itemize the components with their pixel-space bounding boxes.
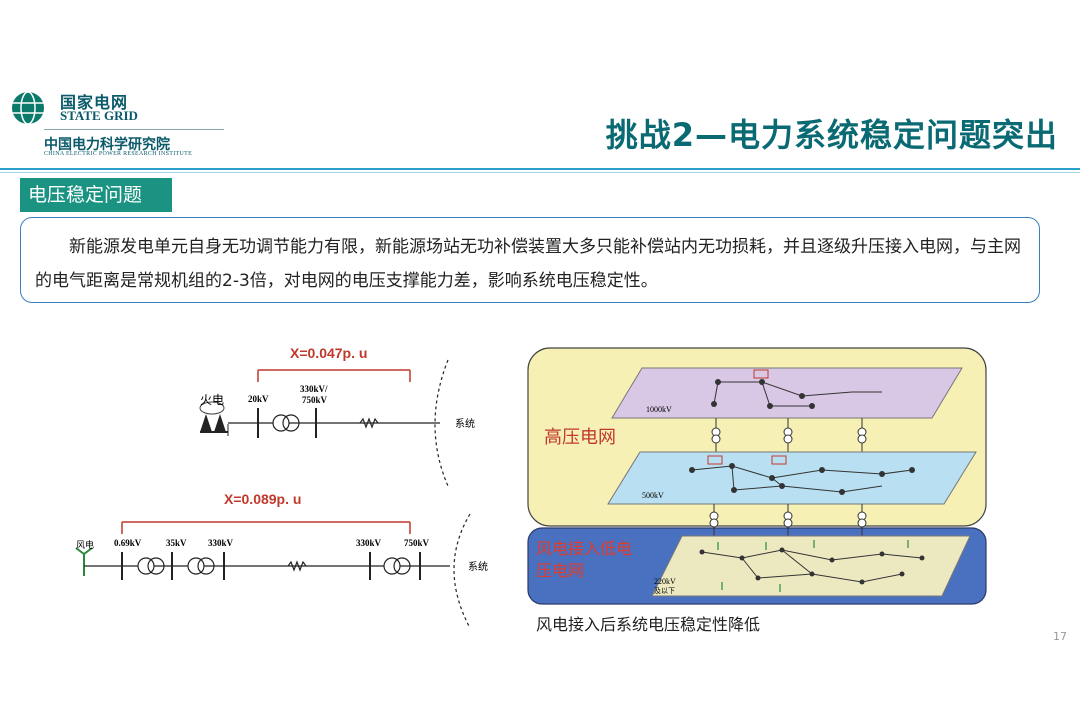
slide-title: 挑战2—电力系统稳定问题突出 [605,116,1058,154]
org-name-cn: 国家电网 [60,93,129,112]
thermal-voltage-330kv: 330kV/ [300,384,328,394]
lv-grid-label-line2: 压电网 [536,562,584,580]
state-grid-logo: 国家电网 STATE GRID 中国电力科学研究院 CHINA ELECTRIC… [10,88,225,160]
thermal-source-label: 火电 [200,393,224,407]
nodes-1000kv [711,379,815,409]
plane-220kv [651,535,971,597]
layer-500kv-label: 500kV [642,491,664,500]
layer-1000kv-label: 1000kV [646,405,672,414]
inter-layer-transformers-top [711,418,867,452]
thermal-reactance-bracket [257,369,411,382]
inter-layer-transformers-bottom [709,504,867,538]
wind-reactance-bracket [121,521,411,534]
thermal-system-arc [434,359,449,487]
wind-voltage-35kv: 35kV [166,538,187,548]
logo-divider [44,129,224,130]
connection-distance-diagram: X=0.047p. u 火电 20kV 330kV/ 750kV 系统 X=0.… [75,345,488,629]
thermal-system-label: 系统 [455,417,475,430]
description-box: 新能源发电单元自身无功调节能力有限，新能源场站无功补偿装置大多只能补偿站内无功损… [20,217,1040,303]
wind-voltage-069kv: 0.69kV [114,538,142,548]
thermal-voltage-750kv: 750kV [302,395,328,405]
wind-source-label: 风电 [76,539,94,550]
wind-reactance-label: X=0.089p. u [224,491,301,507]
grid-diagram-caption: 风电接入后系统电压稳定性降低 [536,616,760,634]
plane-1000kv [611,367,963,419]
nodes-220kv [699,547,925,585]
layer-220kv-label: 220kV [654,577,676,586]
uhv-substation-icon [753,369,769,379]
lv-grid-label-line1: 风电接入低电 [536,540,632,558]
institute-name-cn: 中国电力科学研究院 [44,137,170,153]
thermal-impedance-icon [359,417,379,429]
wind-voltage-750kv: 750kV [404,538,430,548]
institute-name-en: CHINA ELECTRIC POWER RESEARCH INSTITUTE [44,151,193,157]
wind-voltage-330kv-b: 330kV [356,538,382,548]
org-name-en: STATE GRID [60,108,138,123]
layer-220kv-sub-label: 及以下 [654,587,675,595]
header-divider [0,168,1080,170]
thermal-reactance-label: X=0.047p. u [290,345,367,361]
wind-voltage-330kv-a: 330kV [208,538,234,548]
hv-grid-label: 高压电网 [544,427,616,447]
wind-impedance-icon [287,560,307,572]
wind-system-arc [453,513,471,629]
thermal-plant-icon [199,401,226,432]
header-divider-thin [0,172,1080,173]
grid-layer-diagram: 1000kV 高压电网 500kV 220kV 及以下 风 [527,347,987,634]
globe-logo-icon [12,91,44,125]
wind-system-label: 系统 [468,560,488,573]
wind-turbine-icon [75,547,93,576]
wind-farm-icons [717,540,909,592]
section-tag: 电压稳定问题 [20,178,172,212]
page-number: 17 [1053,630,1067,643]
ehv-substation-icon-a [707,455,723,465]
thermal-voltage-20kv: 20kV [248,394,269,404]
plane-500kv [607,451,977,505]
description-text: 新能源发电单元自身无功调节能力有限，新能源场站无功补偿装置大多只能补偿站内无功损… [35,237,1021,291]
nodes-500kv [689,463,915,495]
ehv-substation-icon-b [771,455,787,465]
